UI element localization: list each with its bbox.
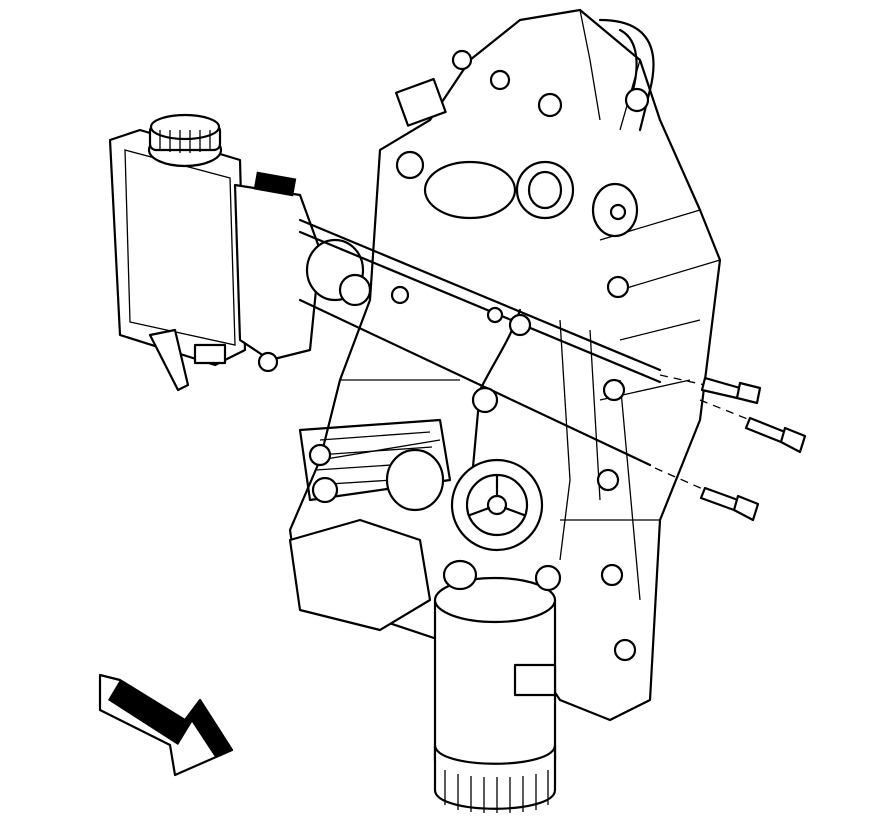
idler-pulley <box>308 443 544 552</box>
bolt-lower <box>654 467 760 522</box>
upper-fittings <box>394 49 650 238</box>
mounting-lines <box>298 218 662 502</box>
power-steering-pump <box>233 171 410 373</box>
block-bolts <box>596 275 637 662</box>
bolts <box>654 374 807 522</box>
front-direction-arrow-icon <box>98 673 234 777</box>
fluid-reservoir <box>108 113 247 392</box>
oil-filter <box>433 559 562 813</box>
bolt-middle <box>699 399 807 454</box>
bolt-upper <box>659 374 762 405</box>
